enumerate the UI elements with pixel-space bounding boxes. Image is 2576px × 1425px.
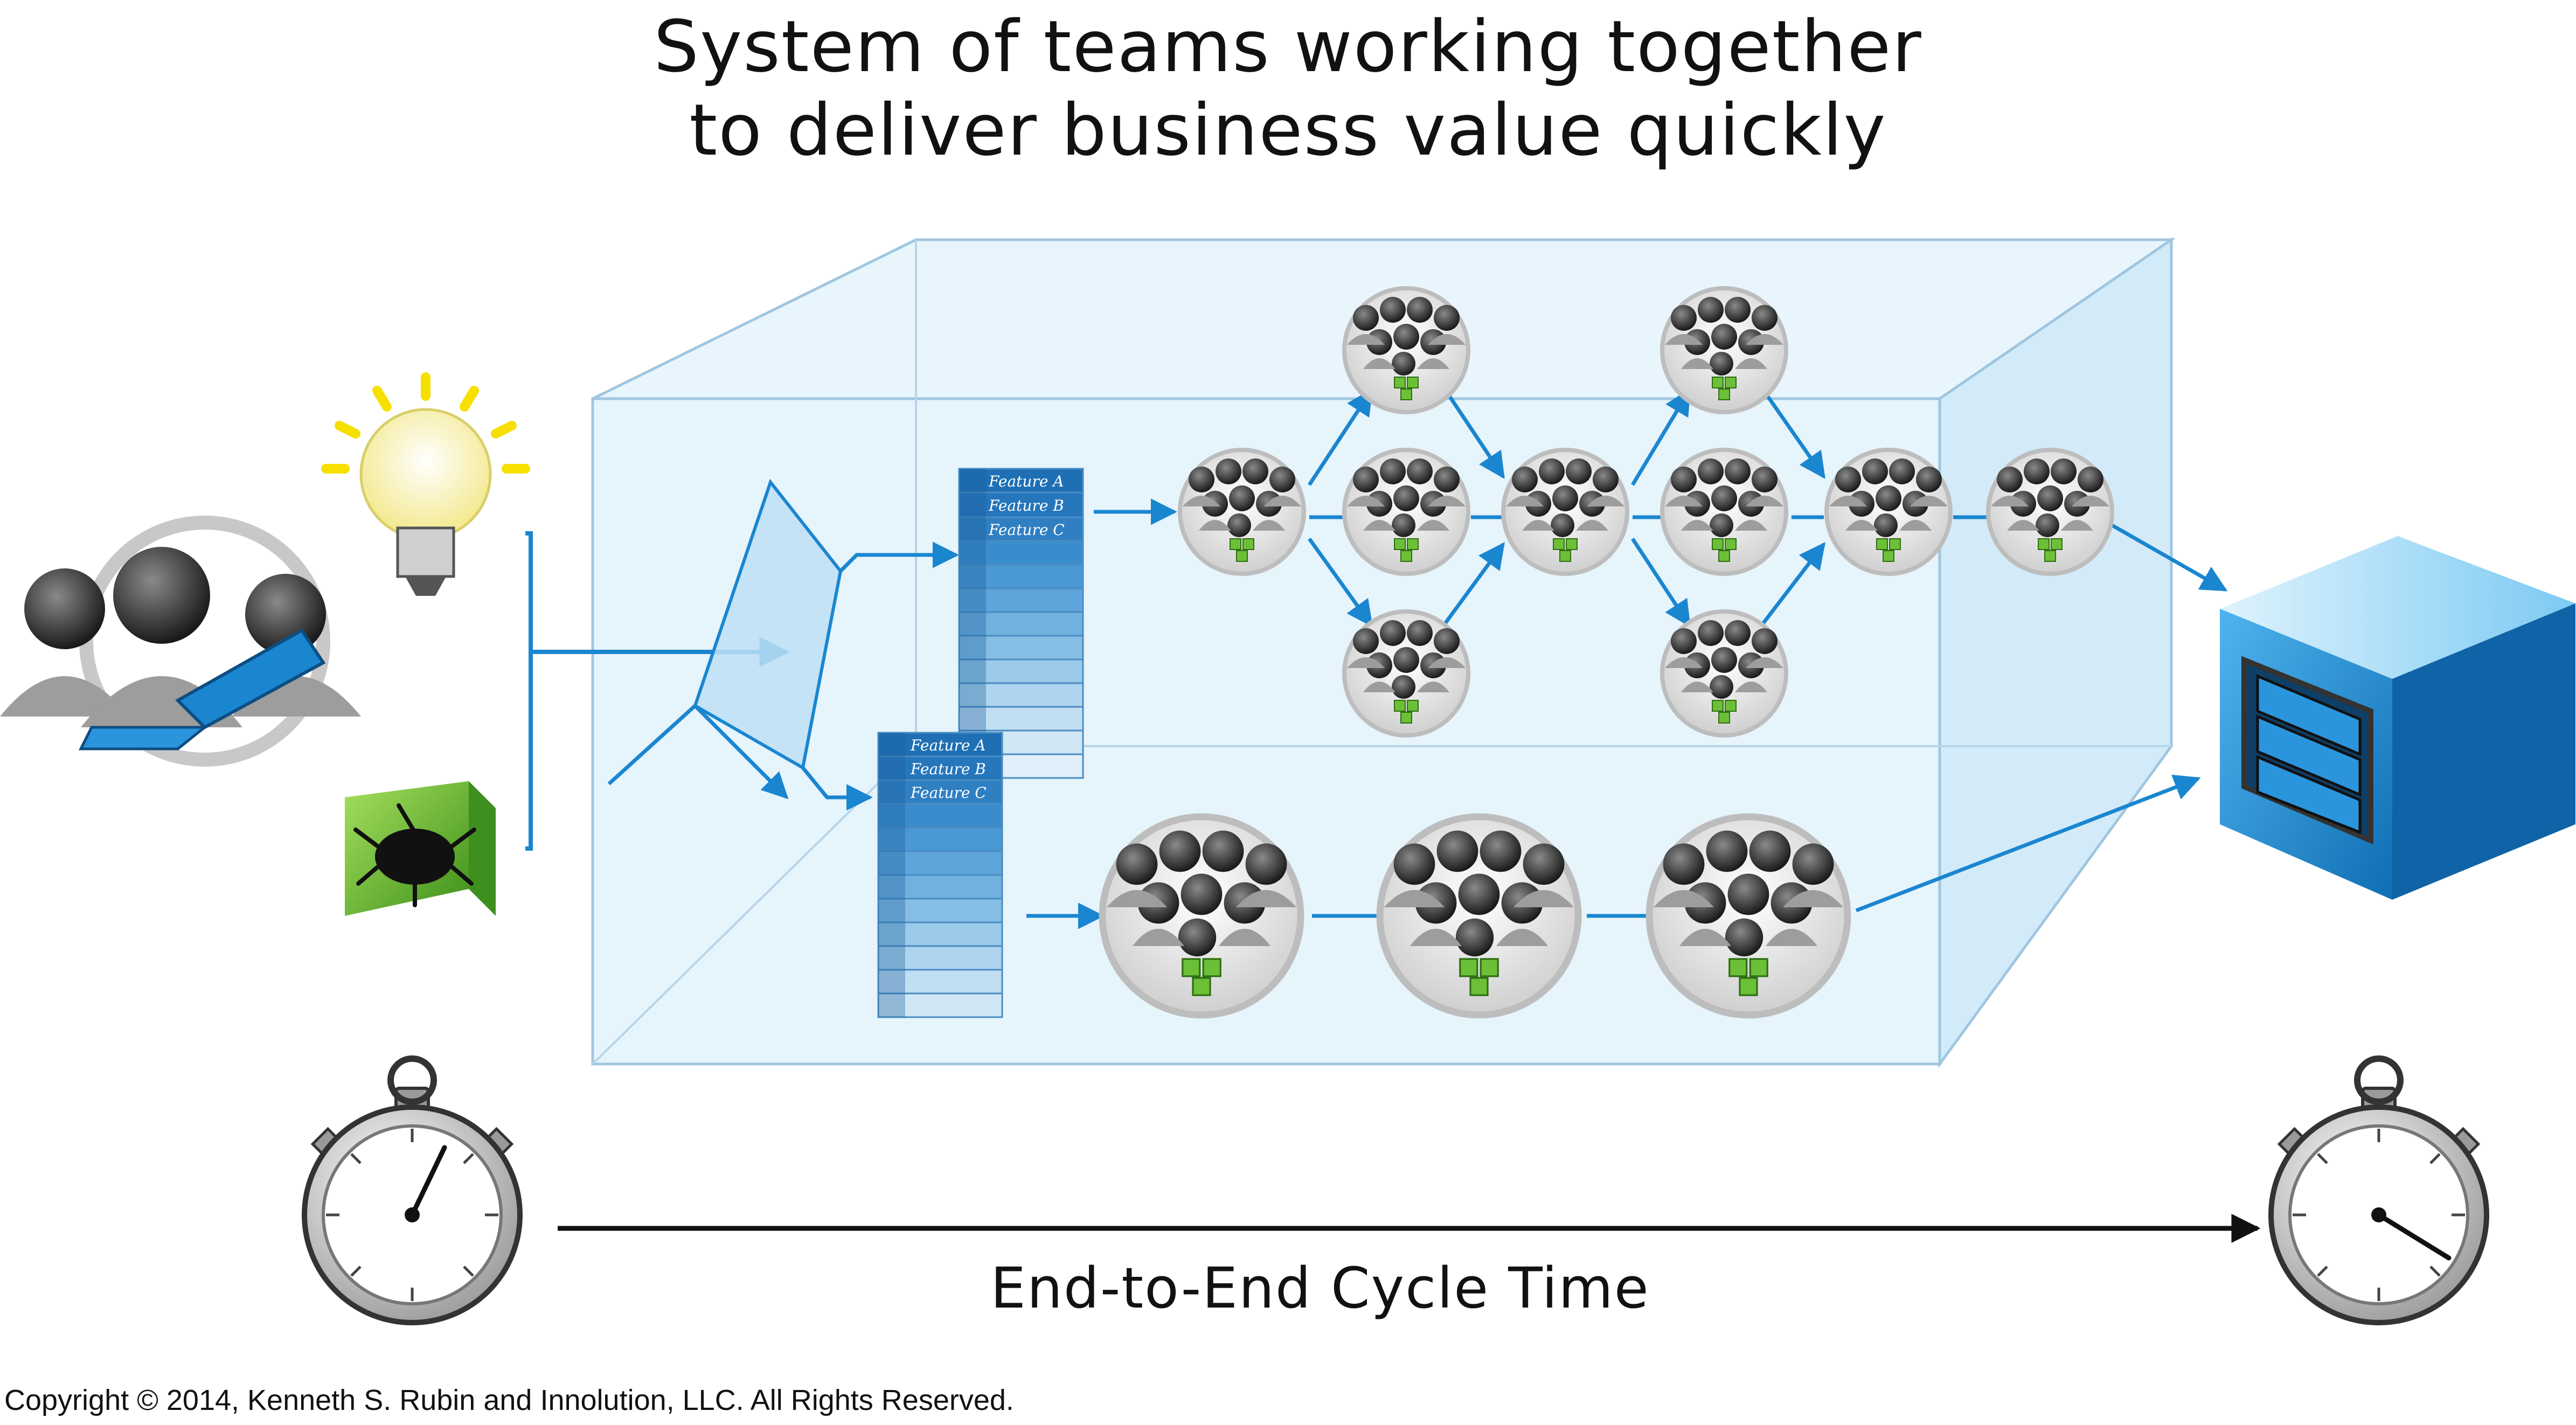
backlog-item: Feature C <box>910 784 987 802</box>
team-group-icon <box>1827 450 1950 574</box>
backlog-stack-upper: Feature A Feature B Feature C <box>958 468 1084 779</box>
backlog-item: Feature B <box>988 497 1064 515</box>
team-group-icon <box>1344 288 1468 412</box>
team-group-icon <box>1180 450 1304 574</box>
stakeholders-with-laptop-icon <box>0 516 361 767</box>
backlog-item: Feature A <box>910 736 986 754</box>
team-group-icon <box>1102 817 1301 1015</box>
team-group-icon <box>1344 611 1468 735</box>
light-bulb-icon <box>321 372 530 596</box>
backlog-stack-lower: Feature A Feature B Feature C <box>877 732 1003 1018</box>
team-group-icon <box>1649 817 1848 1015</box>
team-group-icon <box>1662 450 1786 574</box>
team-group-icon <box>1503 450 1627 574</box>
diagram-title-line-1: System of teams working together <box>654 5 1922 88</box>
backlog-item: Feature C <box>988 521 1065 539</box>
bug-cube-icon <box>345 781 496 916</box>
backlog-item: Feature A <box>988 472 1064 490</box>
team-group-icon <box>1380 817 1578 1015</box>
cycle-time-label: End-to-End Cycle Time <box>990 1255 1650 1321</box>
team-group-icon <box>1344 450 1468 574</box>
team-group-icon <box>1988 450 2112 574</box>
product-cube-icon <box>2220 536 2575 900</box>
team-group-icon <box>1662 611 1786 735</box>
stopwatch-icon <box>304 1059 520 1323</box>
diagram-title-line-2: to deliver business value quickly <box>689 89 1887 172</box>
copyright-notice: Copyright © 2014, Kenneth S. Rubin and I… <box>4 1384 1014 1416</box>
backlog-item: Feature B <box>910 760 986 778</box>
funnel-icon <box>607 478 959 811</box>
stopwatch-icon <box>2271 1059 2487 1323</box>
lower-network-arrows <box>1026 775 2201 929</box>
upper-network-arrows <box>1094 386 2228 628</box>
team-group-icon <box>1662 288 1786 412</box>
